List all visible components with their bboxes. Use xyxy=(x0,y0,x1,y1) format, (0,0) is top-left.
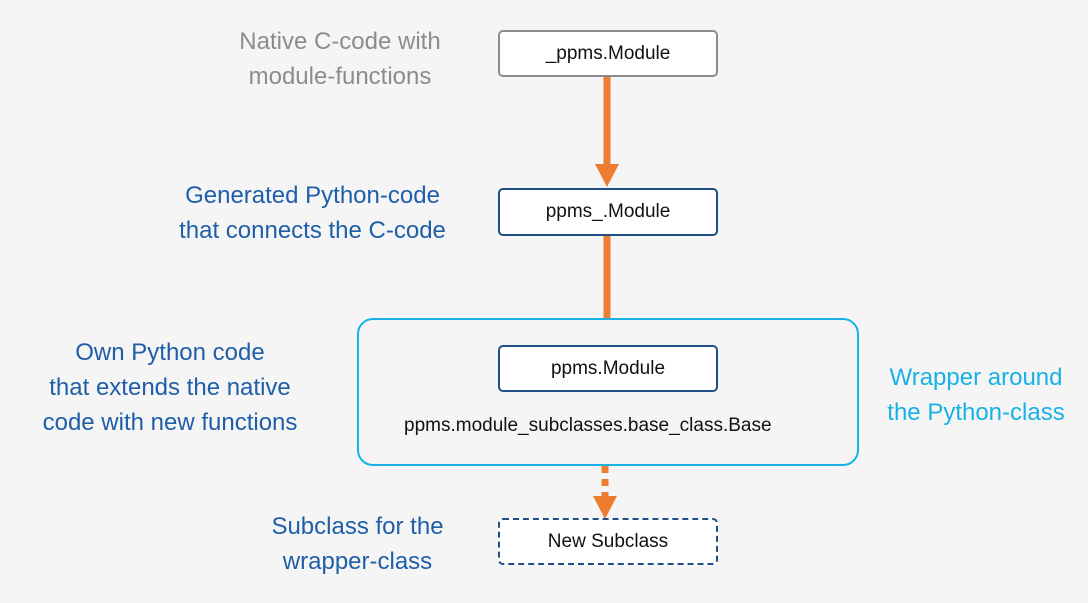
own-python-label-line1: Own Python code xyxy=(75,339,265,366)
subclass-for-label: Subclass for the wrapper-class xyxy=(240,509,475,579)
wrapper-around-label-line1: Wrapper around xyxy=(889,364,1063,391)
own-python-label: Own Python code that extends the native … xyxy=(10,335,330,440)
subclass-for-label-line2: wrapper-class xyxy=(282,548,433,575)
new-subclass-box-label: New Subclass xyxy=(547,530,669,552)
py-module-box-label: ppms_.Module xyxy=(545,201,671,222)
own-python-label-line2: that extends the native xyxy=(49,374,291,401)
wrapper-around-label-line2: the Python-class xyxy=(887,399,1065,426)
arrow-c-to-generated xyxy=(595,77,619,187)
new-subclass-box: New Subclass xyxy=(498,518,718,565)
generated-python-label-line2: that connects the C-code xyxy=(179,217,446,244)
py-module-box: ppms_.Module xyxy=(498,188,718,236)
native-c-label-line2: module-functions xyxy=(248,63,432,90)
c-module-box: _ppms.Module xyxy=(498,30,718,77)
native-c-label: Native C-code with module-functions xyxy=(205,24,475,94)
wrapper-around-label: Wrapper around the Python-class xyxy=(868,360,1084,430)
own-module-box: ppms.Module xyxy=(498,345,718,392)
generated-python-label: Generated Python-code that connects the … xyxy=(150,178,475,248)
native-c-label-line1: Native C-code with xyxy=(239,28,441,55)
c-module-box-label: _ppms.Module xyxy=(545,42,671,64)
base-class-text: ppms.module_subclasses.base_class.Base xyxy=(404,415,772,436)
wrapper-container xyxy=(357,318,859,466)
own-module-box-label: ppms.Module xyxy=(550,357,666,379)
subclass-for-label-line1: Subclass for the xyxy=(271,513,444,540)
own-python-label-line3: code with new functions xyxy=(42,409,298,436)
generated-python-label-line1: Generated Python-code xyxy=(185,182,440,209)
arrow-wrapper-to-subclass-dashed xyxy=(593,466,617,519)
